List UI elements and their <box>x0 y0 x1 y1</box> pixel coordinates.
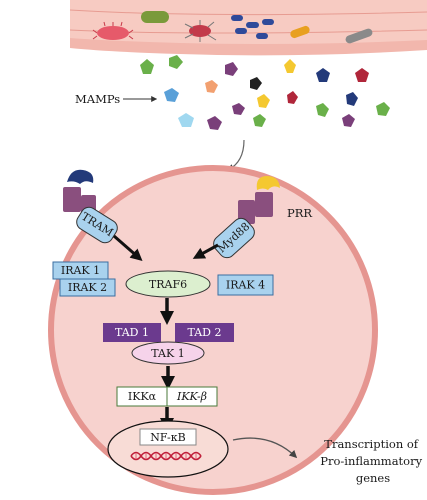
bacterium-icon <box>290 25 310 39</box>
prr-label: PRR <box>287 206 312 220</box>
tad2-label: TAD 2 <box>188 326 222 339</box>
ikkb-node <box>166 386 218 407</box>
bacterium-icon <box>141 11 169 23</box>
transcription-label: Transcription of Pro-inflammatory genes <box>320 437 426 485</box>
tad1-label: TAD 1 <box>115 326 149 339</box>
arrow-icon <box>226 139 245 171</box>
arrow-icon <box>232 437 298 459</box>
tad1-node <box>103 323 161 342</box>
tak1-label: TAK 1 <box>151 347 184 360</box>
arrow-icon <box>192 243 219 259</box>
ikka-label: IKKα <box>128 390 157 403</box>
bacterium-icon <box>92 21 134 40</box>
irak2-label: IRAK 2 <box>68 281 107 294</box>
mamps-label: MAMPs <box>75 92 120 106</box>
irak1-label: IRAK 1 <box>61 264 100 277</box>
bacterium-icon <box>184 20 217 42</box>
dna-helix-icon <box>130 451 202 461</box>
irak4-label: IRAK 4 <box>226 279 265 292</box>
tak1-node <box>131 341 205 365</box>
ikkb-label: IKK-β <box>176 390 207 403</box>
nfkb-node <box>139 428 197 446</box>
bacterium-icon <box>231 15 274 39</box>
traf6-node <box>125 270 211 298</box>
bacterium-icon <box>345 28 373 44</box>
arrow-icon <box>113 234 143 261</box>
irak4-node <box>217 274 274 296</box>
nfkb-label: NF-κB <box>150 431 185 444</box>
irak2-node <box>59 278 116 297</box>
mamp-molecules <box>140 55 390 130</box>
tad2-node <box>175 323 234 342</box>
traf6-label: TRAF6 <box>149 278 187 291</box>
nucleus <box>107 420 229 478</box>
